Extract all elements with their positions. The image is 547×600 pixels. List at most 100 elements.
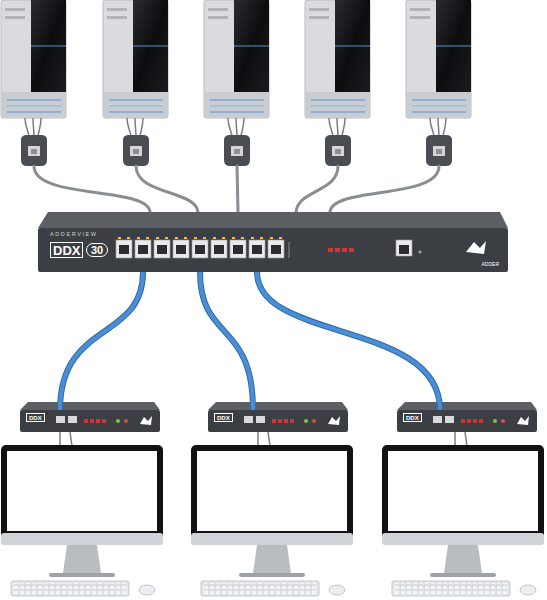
monitor-keyboard-mouse [382, 445, 544, 596]
video-cable [268, 432, 270, 446]
cable-outline [200, 272, 253, 410]
cable [34, 166, 150, 212]
port-led [137, 237, 140, 239]
port-led [222, 237, 225, 239]
port-led [232, 237, 235, 239]
port-led [184, 237, 187, 239]
port-socket [138, 245, 148, 254]
port-led [270, 237, 273, 239]
cat-cable [257, 272, 440, 410]
gray-cables [34, 166, 439, 212]
cat-cable [60, 272, 143, 410]
panel-details [38, 228, 508, 272]
power-led [493, 419, 497, 423]
status-led [467, 419, 471, 423]
video-cable [70, 432, 72, 446]
adder-logo [140, 416, 152, 425]
rj45-port [192, 240, 208, 258]
divider [289, 242, 290, 258]
port-socket [399, 245, 409, 254]
computer-tower [1, 0, 66, 166]
computer-tower [103, 0, 168, 166]
usb-port [56, 416, 65, 423]
receiver-unit: DDX [397, 410, 537, 432]
usb-port [68, 416, 77, 423]
computer-tower [305, 0, 370, 166]
panel-label: DDX [50, 242, 83, 258]
status-led [473, 419, 477, 423]
panel-label: ADDERVIEW [50, 232, 98, 238]
port-led [175, 237, 178, 239]
cable-outline [60, 272, 143, 410]
computer-tower [406, 0, 471, 166]
port-socket [252, 245, 262, 254]
panel-label: ADDER [481, 262, 499, 267]
port-led [260, 237, 263, 239]
port-socket [233, 245, 243, 254]
cable [237, 166, 238, 212]
port-socket [271, 245, 281, 254]
reset-button [418, 250, 421, 253]
port-led [165, 237, 168, 239]
adder-logo [517, 416, 529, 425]
port-led [146, 237, 149, 239]
panel-label: DDX [26, 413, 45, 422]
rj45-port [211, 240, 227, 258]
video-cable [454, 432, 456, 446]
kvm-switch: ADDERVIEW DDX30ADDER [38, 228, 508, 272]
button [312, 419, 316, 423]
status-led [90, 419, 94, 423]
status-led [290, 419, 294, 423]
cable [136, 166, 198, 212]
adder-logo [466, 241, 486, 254]
rj45-port [230, 240, 246, 258]
rj45-port [268, 240, 284, 258]
cable [330, 166, 439, 212]
usb-port [244, 416, 253, 423]
usb-port [445, 416, 454, 423]
video-cable [59, 432, 61, 446]
receiver-top-face [397, 402, 537, 410]
rj45-port [249, 240, 265, 258]
status-led [284, 419, 288, 423]
status-led [96, 419, 100, 423]
port-socket [119, 245, 129, 254]
port-led [203, 237, 206, 239]
status-led [479, 419, 483, 423]
button [124, 419, 128, 423]
port-led [156, 237, 159, 239]
status-led [461, 419, 465, 423]
port-socket [176, 245, 186, 254]
status-led [335, 248, 340, 252]
computer-tower [204, 0, 269, 166]
video-cable [257, 432, 259, 446]
port-led [279, 237, 282, 239]
status-led [272, 419, 276, 423]
port-socket [195, 245, 205, 254]
monitor-keyboard-mouse [1, 445, 163, 596]
status-led [328, 248, 333, 252]
status-led [102, 419, 106, 423]
usb-port [256, 416, 265, 423]
panel-label: DDX [403, 413, 422, 422]
adder-logo [328, 416, 340, 425]
status-led [349, 248, 354, 252]
panel-label: 30 [86, 243, 108, 257]
status-led [342, 248, 347, 252]
receiver-top-face [20, 402, 160, 410]
rj45-port [173, 240, 189, 258]
port-led [241, 237, 244, 239]
button [501, 419, 505, 423]
network-port [396, 240, 412, 256]
port-led [127, 237, 130, 239]
switch-top-face [38, 212, 508, 228]
usb-port [433, 416, 442, 423]
port-led [251, 237, 254, 239]
receiver-unit: DDX [20, 410, 160, 432]
rj45-port [154, 240, 170, 258]
status-led [84, 419, 88, 423]
rj45-port [135, 240, 151, 258]
cat-cable [200, 272, 253, 410]
monitor-keyboard-mouse [191, 445, 353, 596]
